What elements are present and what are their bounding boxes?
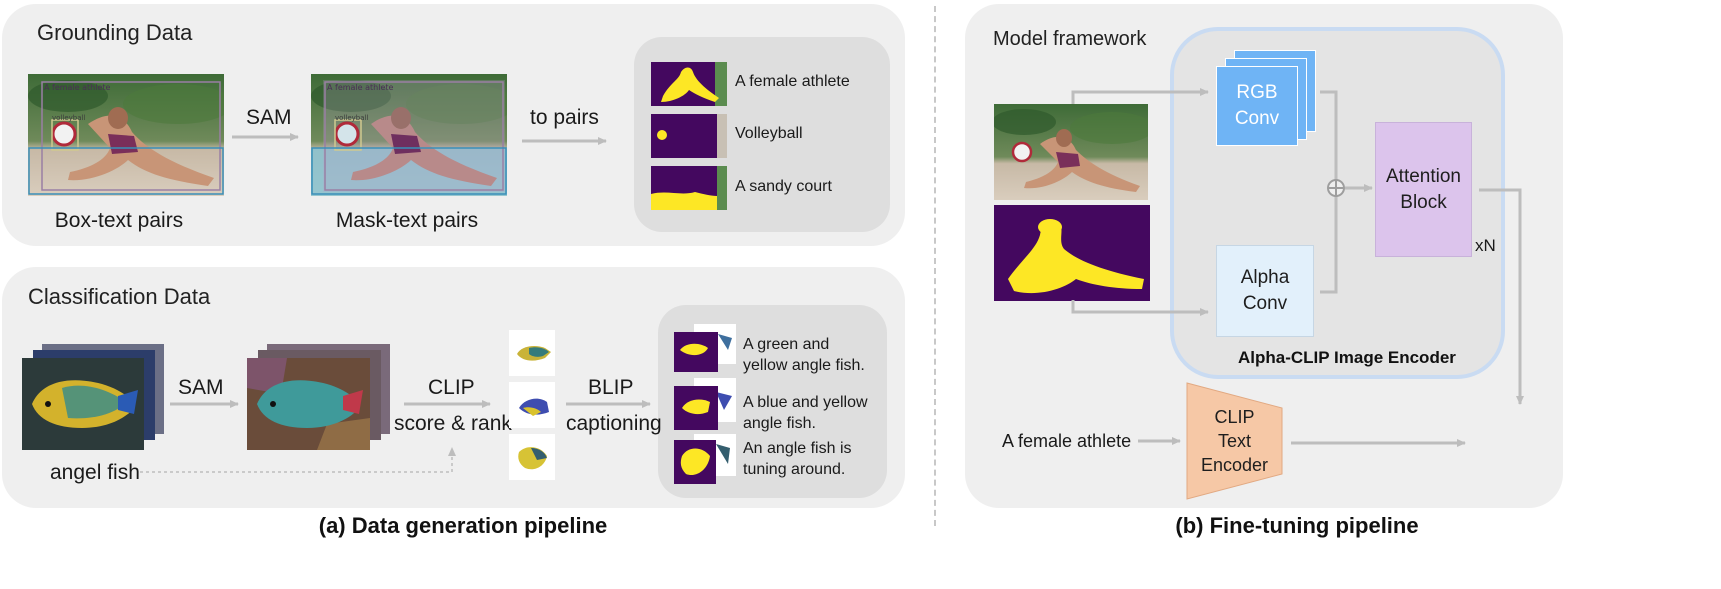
panel-divider <box>934 6 936 526</box>
volleyball-photo: A female athlete volleyball <box>28 74 224 196</box>
mask-tag-volleyball: volleyball <box>335 114 368 122</box>
grounding-sam-label: SAM <box>246 106 292 129</box>
captioning-label: captioning <box>566 412 662 435</box>
fish-stack-segmented <box>247 344 390 450</box>
clip-text-encoder-line-3: Encoder <box>1200 455 1269 475</box>
clip-text-encoder-line-1: CLIP <box>1214 407 1255 427</box>
clip-text-encoder-line-2: Text <box>1217 431 1251 451</box>
classification-sam-label: SAM <box>178 376 224 399</box>
mask-athlete <box>651 62 727 106</box>
volleyball-photo-masked: A female athlete volleyball <box>311 74 507 196</box>
caption-3-line-2: tuning around. <box>743 461 846 478</box>
caption-mask-2 <box>674 378 736 430</box>
rgb-conv-line-2: Conv <box>1234 108 1280 129</box>
caption-1-line-2: yellow angle fish. <box>743 357 865 374</box>
mask-court <box>651 166 727 210</box>
fish-stack-original <box>22 344 164 450</box>
segment-3 <box>509 434 555 480</box>
repeat-label: xN <box>1475 236 1496 255</box>
score-rank-label: score & rank <box>394 412 512 435</box>
to-pairs-label: to pairs <box>530 106 599 129</box>
caption-fine-tuning: (b) Fine-tuning pipeline <box>1175 513 1419 538</box>
mask-volleyball <box>651 114 727 158</box>
mask-text-image: A female athlete volleyball <box>311 74 507 196</box>
alpha-conv-line-1: Alpha <box>1240 267 1290 288</box>
caption-1-line-1: A green and <box>743 336 830 353</box>
box-text-image: A female athlete volleyball <box>28 74 224 196</box>
rgb-conv-block: RGB Conv <box>1216 66 1298 146</box>
box-tag-athlete: A female athlete <box>44 83 111 92</box>
input-alpha-mask <box>994 205 1150 301</box>
box-text-label: Box-text pairs <box>54 209 184 232</box>
rgb-conv-line-1: RGB <box>1236 82 1278 103</box>
model-framework-title: Model framework <box>993 28 1147 50</box>
pair-label-athlete: A female athlete <box>735 73 850 90</box>
class-label-angel-fish: angel fish <box>50 461 140 484</box>
mask-tag-athlete: A female athlete <box>327 83 394 92</box>
caption-2-line-1: A blue and yellow <box>743 394 868 411</box>
caption-mask-1 <box>674 324 736 372</box>
caption-mask-3 <box>674 434 736 484</box>
grounding-data-title: Grounding Data <box>37 20 193 45</box>
caption-2: A blue and yellow angle fish. <box>743 392 868 434</box>
alpha-conv-line-2: Conv <box>1242 293 1288 314</box>
caption-2-line-2: angle fish. <box>743 415 816 432</box>
attention-line-1: Attention <box>1386 165 1461 187</box>
segment-1 <box>509 330 555 376</box>
caption-1: A green and yellow angle fish. <box>743 334 865 376</box>
caption-data-generation: (a) Data generation pipeline <box>318 513 608 538</box>
caption-3: An angle fish is tuning around. <box>743 438 852 480</box>
caption-3-line-1: An angle fish is <box>743 440 852 457</box>
text-input-label: A female athlete <box>1002 431 1132 451</box>
pair-label-volleyball: Volleyball <box>735 125 803 142</box>
blip-label: BLIP <box>588 376 634 399</box>
pair-label-court: A sandy court <box>735 178 832 195</box>
encoder-label: Alpha-CLIP Image Encoder <box>1238 348 1456 367</box>
classification-data-title: Classification Data <box>28 284 211 309</box>
clip-label: CLIP <box>428 376 475 399</box>
attention-line-2: Block <box>1400 191 1447 213</box>
mask-text-label: Mask-text pairs <box>335 209 479 232</box>
segment-2 <box>509 382 555 428</box>
input-rgb-image <box>994 104 1148 200</box>
box-tag-volleyball: volleyball <box>52 114 85 122</box>
